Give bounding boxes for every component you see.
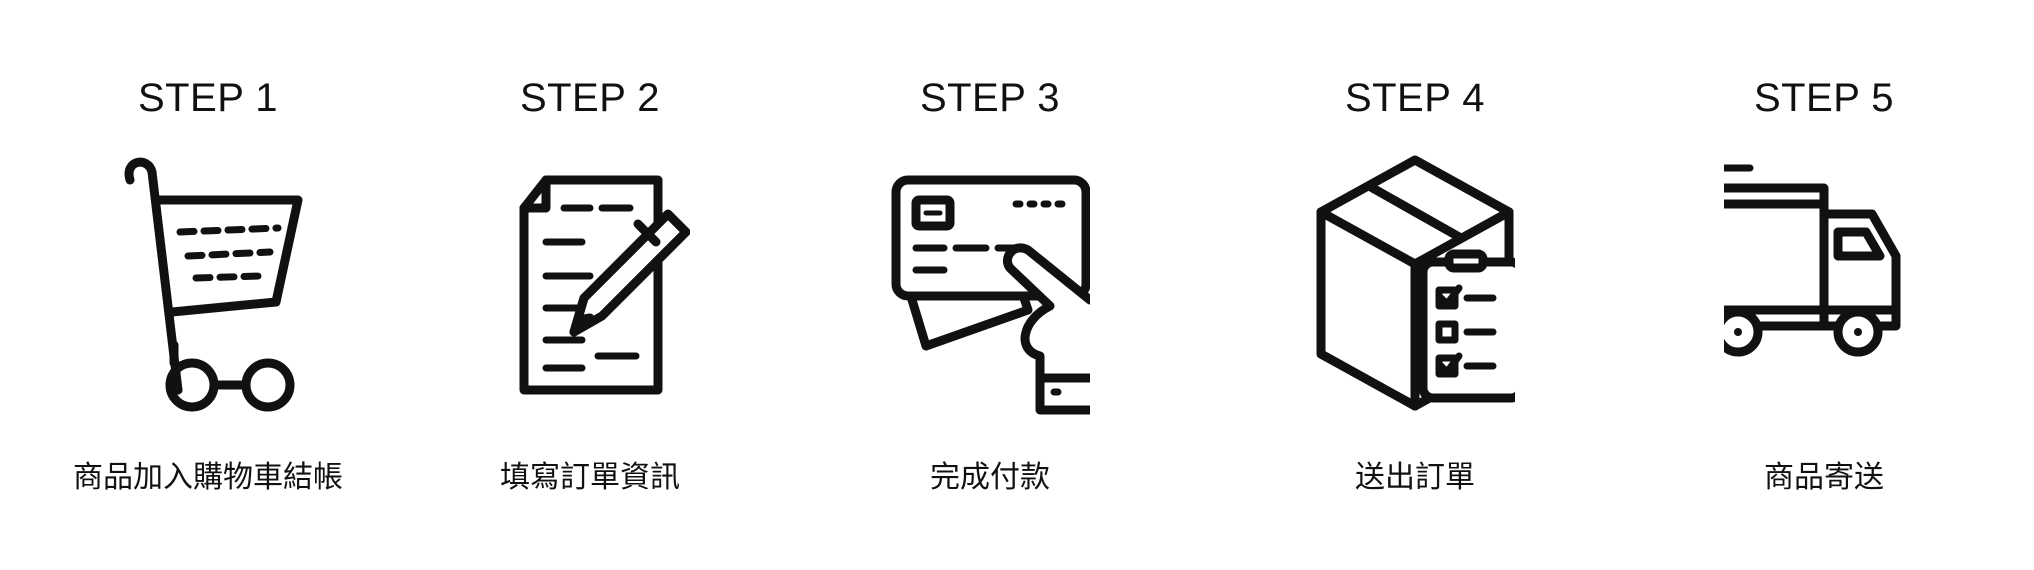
step-title: STEP 5 [1753,76,1895,120]
step-2: STEP 2 [420,0,760,570]
step-title: STEP 4 [1344,76,1486,120]
document-pencil-icon [490,150,690,420]
step-4: STEP 4 送出訂單 [1245,0,1585,570]
step-title: STEP 3 [919,76,1061,120]
step-3: STEP 3 完成付款 [820,0,1160,570]
step-description: 填寫訂單資訊 [500,460,680,495]
step-1: STEP 1 商品加入購物車結帳 [38,0,378,570]
step-description: 送出訂單 [1355,460,1475,495]
step-description: 商品加入購物車結帳 [73,460,343,495]
delivery-truck-icon [1724,150,1924,420]
step-title: STEP 2 [519,76,661,120]
shopping-cart-icon [108,150,308,420]
hand-credit-card-icon [890,150,1090,420]
step-title: STEP 1 [137,76,279,120]
step-5: STEP 5 商品寄送 [1654,0,1994,570]
box-clipboard-icon [1315,150,1515,420]
step-description: 商品寄送 [1764,460,1884,495]
step-description: 完成付款 [930,460,1050,495]
